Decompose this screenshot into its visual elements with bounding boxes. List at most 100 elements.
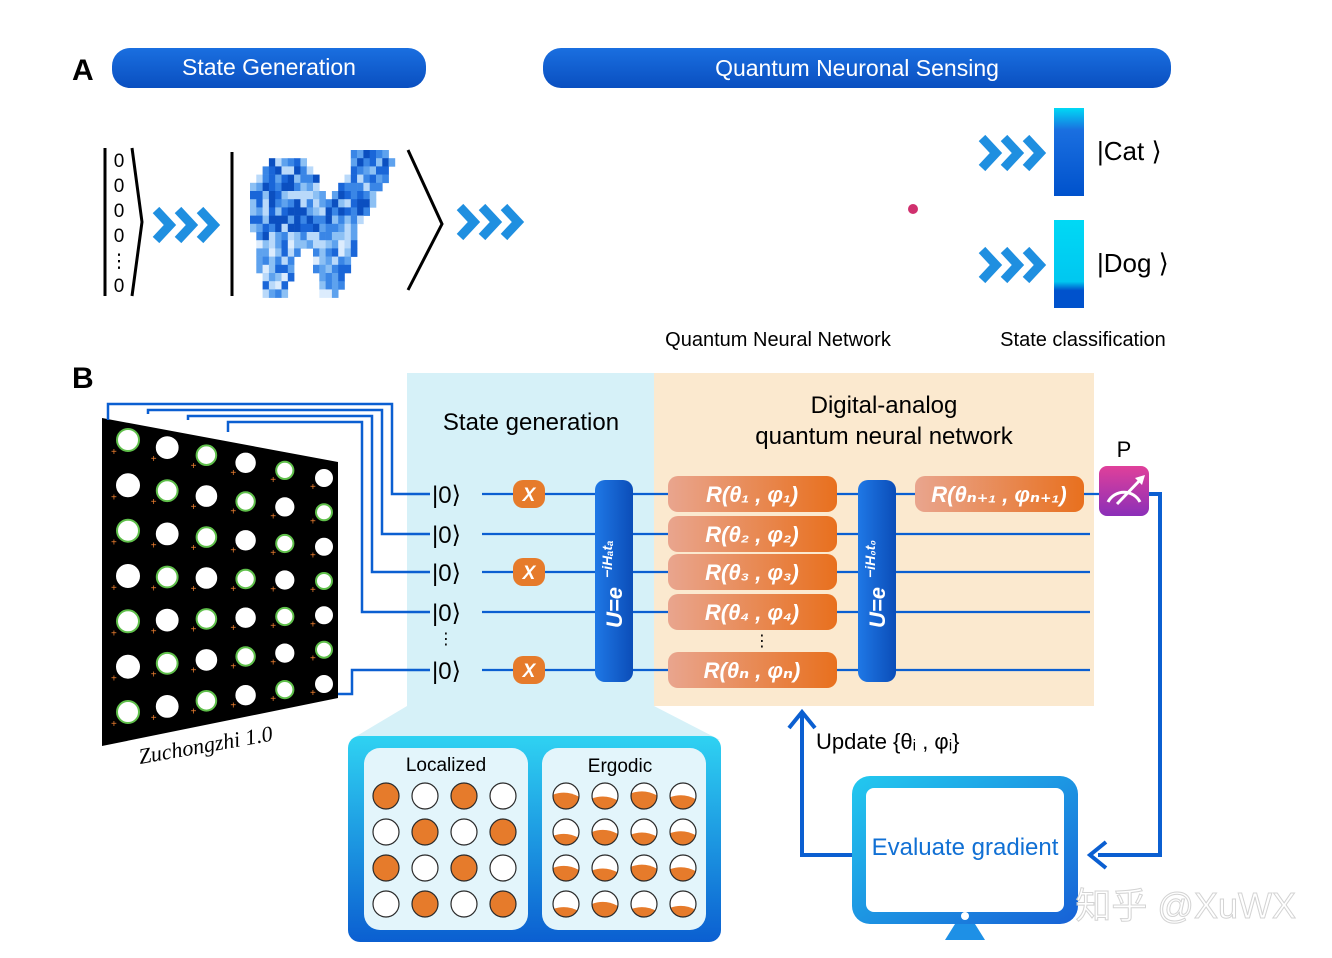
svg-text:+: + xyxy=(151,540,157,551)
rotation-gate xyxy=(668,476,837,512)
svg-text:R(θ₁ , φ₁): R(θ₁ , φ₁) xyxy=(706,482,798,507)
svg-text:+: + xyxy=(270,658,276,669)
ket-digit: 0 xyxy=(114,276,125,297)
svg-text:+: + xyxy=(191,461,197,472)
svg-text:+: + xyxy=(270,694,276,705)
cat-probability-bar xyxy=(1054,108,1084,196)
evaluate-gradient-label: Evaluate gradient xyxy=(872,834,1059,861)
panel-connector xyxy=(350,706,720,740)
svg-text:R(θₙ₊₁ , φₙ₊₁): R(θₙ₊₁ , φₙ₊₁) xyxy=(931,482,1066,507)
svg-text:+: + xyxy=(230,507,236,518)
vertical-ellipsis: ⋮ xyxy=(438,631,454,648)
cat-image-ket xyxy=(230,149,444,298)
class-dog-label: |Dog ⟩ xyxy=(1097,248,1169,278)
svg-text:R(θ₂ , φ₂): R(θ₂ , φ₂) xyxy=(705,522,798,547)
update-label: Update {θᵢ , φᵢ} xyxy=(816,729,960,754)
svg-text:+: + xyxy=(230,700,236,711)
svg-text:+: + xyxy=(310,619,316,630)
x-gate xyxy=(513,558,545,586)
state-generation-title: State generation xyxy=(443,409,619,436)
watermark: 知乎 @XuWX xyxy=(1075,885,1296,926)
svg-text:+: + xyxy=(191,625,197,636)
zuchongzhi-chip: ++++++++++++++++++++++++++++++++++++++++… xyxy=(102,402,430,746)
class-cat-label: |Cat ⟩ xyxy=(1097,136,1162,166)
classification-caption: State classification xyxy=(1000,329,1166,351)
svg-text:−iH₀t₀: −iH₀t₀ xyxy=(862,540,878,578)
rotation-gate-last xyxy=(915,476,1084,512)
svg-text:−iHₐtₐ: −iHₐtₐ xyxy=(599,540,615,578)
svg-text:U=e: U=e xyxy=(865,587,890,628)
svg-text:+: + xyxy=(310,688,316,699)
svg-text:+: + xyxy=(230,662,236,673)
svg-text:R(θ₃ , φ₃): R(θ₃ , φ₃) xyxy=(705,560,799,585)
rotation-gate xyxy=(668,554,837,590)
feedback-loop xyxy=(787,492,1162,870)
svg-text:R(θₙ , φₙ): R(θₙ , φₙ) xyxy=(704,658,801,683)
svg-text:R(θ₄ , φ₄): R(θ₄ , φ₄) xyxy=(705,600,799,625)
svg-text:+: + xyxy=(230,546,236,557)
svg-text:+: + xyxy=(270,475,276,486)
svg-text:+: + xyxy=(151,627,157,638)
svg-text:+: + xyxy=(111,492,117,503)
x-gate xyxy=(513,480,545,508)
svg-text:+: + xyxy=(111,628,117,639)
ket-digit: 0 xyxy=(114,226,125,247)
svg-text:+: + xyxy=(310,516,316,527)
svg-text:+: + xyxy=(310,654,316,665)
quantum-neural-network-graphic xyxy=(908,204,918,214)
svg-text:+: + xyxy=(111,583,117,594)
state-generation-banner-text: State Generation xyxy=(182,54,356,80)
arrow-chevrons-icon xyxy=(456,203,525,241)
measure-label: P xyxy=(1117,437,1132,462)
svg-text:+: + xyxy=(191,502,197,513)
svg-text:+: + xyxy=(191,707,197,718)
rotation-gate xyxy=(668,594,837,630)
svg-text:+: + xyxy=(151,583,157,594)
svg-text:+: + xyxy=(191,543,197,554)
rotation-gate xyxy=(668,652,837,688)
svg-text:X: X xyxy=(522,485,537,506)
svg-text:+: + xyxy=(191,584,197,595)
svg-text:X: X xyxy=(522,563,537,584)
quantum-circuit: |0⟩|0⟩|0⟩|0⟩|0⟩⋮XXXU=e−iHₐtₐU=e−iH₀t₀R(θ… xyxy=(432,476,1099,688)
meter-arc xyxy=(1106,490,1142,503)
svg-text:+: + xyxy=(111,719,117,730)
ket-digit: 0 xyxy=(114,201,125,222)
svg-text:+: + xyxy=(270,512,276,523)
initial-ket: 0 0 0 0 ⋮ 0 xyxy=(103,147,144,297)
network-caption: Quantum Neural Network xyxy=(665,329,892,351)
svg-text:+: + xyxy=(151,454,157,465)
qubit-label: |0⟩ xyxy=(432,522,461,549)
svg-text:+: + xyxy=(310,482,316,493)
arrow-chevrons-icon xyxy=(978,134,1047,172)
ergodic-title: Ergodic xyxy=(588,756,652,777)
svg-text:+: + xyxy=(191,666,197,677)
localized-panel xyxy=(364,748,528,930)
arrow-chevrons-icon xyxy=(978,246,1047,284)
svg-text:+: + xyxy=(111,674,117,685)
panel-a-label: A xyxy=(72,54,94,87)
svg-text:X: X xyxy=(522,661,537,682)
svg-text:+: + xyxy=(270,585,276,596)
localized-qubit-grid xyxy=(372,782,517,918)
svg-text:+: + xyxy=(310,551,316,562)
svg-text:+: + xyxy=(151,670,157,681)
qubit-label: |0⟩ xyxy=(432,560,461,587)
ket-digit: ⋮ xyxy=(110,251,129,272)
ergodic-panel xyxy=(542,748,706,930)
vertical-ellipsis: ⋮ xyxy=(754,633,770,650)
meter-needle xyxy=(1115,476,1144,506)
ket-digit: 0 xyxy=(114,151,125,172)
ket-digit: 0 xyxy=(114,176,125,197)
state-generation-banner xyxy=(112,48,426,88)
arrow-chevrons-icon xyxy=(152,206,221,244)
svg-text:+: + xyxy=(151,497,157,508)
ergodic-qubit-grid xyxy=(552,782,697,918)
svg-text:+: + xyxy=(111,538,117,549)
qubit-label: |0⟩ xyxy=(432,482,461,509)
ket-digits: 0 0 0 0 ⋮ 0 xyxy=(110,151,129,297)
svg-text:+: + xyxy=(230,468,236,479)
unitary-gate-data xyxy=(595,480,633,682)
svg-text:+: + xyxy=(111,447,117,458)
